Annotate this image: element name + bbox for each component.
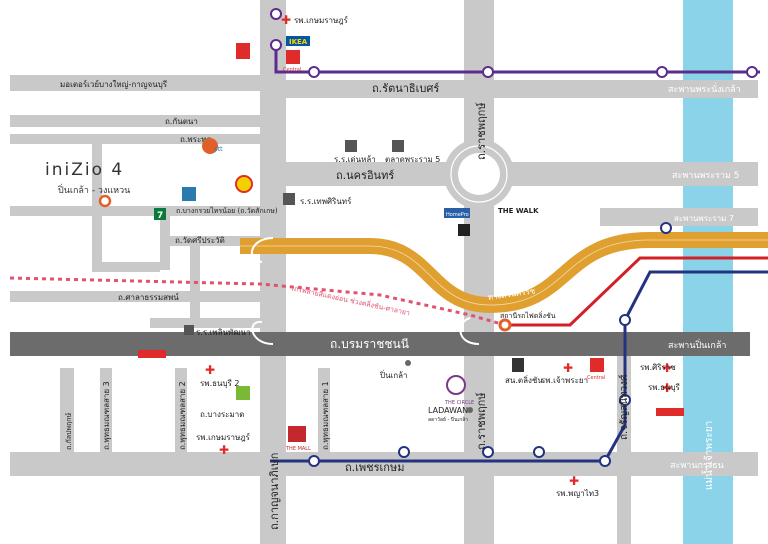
hospital-icon: ✚	[563, 361, 573, 375]
ptt-logo	[202, 138, 218, 154]
place-school-phrabphatthana: ร.ร.เพลินพัฒนา	[196, 328, 251, 337]
hospital-icon: ✚	[281, 13, 291, 27]
place-talingchan-police: สน.ตลิ่งชัน	[505, 374, 543, 385]
road-label-pm1: ถ.พุทธมณฑลสาย 1	[321, 381, 330, 450]
landmarks: IKEA Central ptt 7 HomePro THE WALK THE …	[138, 36, 684, 452]
station-label-talingchan: สถานีรถไฟตลิ่งชัน	[500, 311, 556, 320]
the-mall-logo	[288, 426, 306, 442]
project-logo: iniZio 4 ปิ่นเกล้า - วงแหวน	[45, 160, 130, 208]
hospital-icon: ✚	[569, 474, 579, 488]
place-hosp-siriraj: รพ.ศิริราช	[640, 363, 676, 372]
road-label-bang-ramat: ถ.บางระมาด	[200, 410, 244, 419]
ladawan-marker	[467, 407, 473, 413]
bridges	[683, 80, 758, 476]
mall-store-logo	[656, 408, 684, 416]
place-hosp-thonburi2: รพ.ธนบุรี 2	[200, 379, 239, 388]
road-label-pm3: ถ.พุทธมณฑลสาย 3	[102, 381, 111, 450]
homepro-store-logo	[444, 208, 470, 218]
road-label-ratchaphruek-upper: ถ.ราชพฤกษ์	[475, 102, 488, 160]
school-icon-denla	[345, 140, 357, 152]
svg-text:THE CIRCLE: THE CIRCLE	[444, 400, 474, 406]
project-name: iniZio 4	[45, 160, 124, 180]
bridge-label-phra-nang-klao: สะพานพระนั่งเกล้า	[668, 82, 741, 95]
road-label-bang-kruai: ถ.บางกรวยไทรน้อย (ถ.วัดสักเกษ)	[176, 206, 278, 215]
place-hosp-thonburi: รพ.ธนบุรี	[648, 383, 681, 392]
homepro-logo	[182, 187, 196, 201]
hospital-markers: ✚ ✚ ✚ ✚ ✚ ✚ ✚	[205, 13, 672, 488]
interchange-loops	[250, 237, 480, 345]
ikea-logo	[286, 36, 310, 46]
shell-logo	[235, 175, 253, 193]
seven-eleven-logo	[154, 208, 166, 220]
svg-text:HomePro: HomePro	[446, 212, 469, 218]
hospital-icon: ✚	[205, 363, 215, 377]
school-icon-phrab	[184, 325, 194, 335]
tops-logo	[138, 350, 166, 358]
police-icon	[512, 358, 524, 372]
svg-text:THE MALL: THE MALL	[285, 446, 311, 452]
svg-text:Central: Central	[587, 375, 605, 381]
road-label-phetkasem: ถ.เพชรเกษม	[345, 461, 404, 474]
market-icon-rama5	[392, 140, 404, 152]
road-label-kanlapaphruek: ถ.กัลปพฤกษ์	[65, 412, 73, 450]
the-circle-logo	[446, 375, 466, 395]
school-icon-thepsirin	[283, 193, 295, 205]
borommaratchachonnani-road	[10, 332, 750, 356]
rail-label: รถไฟสายสีแดงอ่อน ช่วงตลิ่งชัน-ศาลายา	[290, 283, 411, 317]
svg-text:Central: Central	[283, 67, 301, 73]
road-label-outer-ring: มอเตอร์เวย์บางใหญ่-กาญจนบุรี	[60, 79, 168, 89]
place-market-rama5: ตลาดพระราม 5	[385, 155, 440, 164]
svg-text:ptt: ptt	[214, 146, 223, 153]
svg-text:7: 7	[157, 211, 163, 221]
place-hosp-kasemrad-bot: รพ.เกษมราษฎร์	[196, 432, 251, 442]
mega-logo	[236, 386, 250, 400]
road-label-pm2: ถ.พุทธมณฑลสาย 2	[178, 381, 187, 450]
road-label-nakhon-in: ถ.นครอินทร์	[336, 169, 394, 182]
place-hosp-kasemrad-top: รพ.เกษมราษฎร์	[294, 15, 349, 25]
place-hosp-chaophraya: รพ.เจ้าพระยา	[541, 376, 588, 385]
road-label-ratchaphruek: ถ.ราชพฤกษ์	[475, 392, 488, 450]
place-pinklao: ปิ่นเกล้า	[379, 369, 407, 380]
project-subtitle: ปิ่นเกล้า - วงแหวน	[58, 183, 130, 196]
svg-text:IKEA: IKEA	[289, 38, 308, 46]
blue-line	[270, 270, 768, 463]
station-markers	[270, 8, 758, 467]
bridge-label-pin-klao: สะพานปิ่นเกล้า	[668, 338, 726, 351]
robinson-logo	[458, 224, 470, 236]
central-logo	[286, 50, 300, 64]
place-ladawan: LADAWAN	[428, 406, 468, 415]
place-school-denla: ร.ร.เด่นหล้า	[334, 155, 376, 164]
hospital-icon: ✚	[662, 361, 672, 375]
project-location-marker	[98, 194, 112, 208]
bridge-label-rama5: สะพานพระราม 5	[672, 171, 739, 181]
road-label-kanchanaphisek: ถ.กาญจนาภิเษก	[268, 453, 281, 530]
place-ladawan-sub: ลดาวัลย์ - ปิ่นเกล้า	[428, 416, 468, 423]
river-label: แม่น้ำเจ้าพระยา	[701, 421, 715, 490]
road-label-phraphon: ถ.พระพร	[180, 135, 212, 144]
hospital-icon: ✚	[662, 381, 672, 395]
road-label-wat-sri: ถ.วัดศรีประวัติ	[175, 236, 225, 245]
central-bot-logo	[590, 358, 604, 372]
road-label-sala-thammasop: ถ.ศาลาธรรมสพน์	[118, 292, 179, 302]
red-line	[505, 256, 768, 327]
road-label-ratthanathibet: ถ.รัตนาธิเบศร์	[372, 82, 439, 95]
the-walk-logo: THE WALK	[498, 207, 539, 215]
pink-rail	[9, 276, 506, 327]
hospital-icon: ✚	[219, 443, 229, 457]
tesco-logo	[236, 43, 250, 59]
bridge-label-rama7: สะพานพระราม 7	[674, 214, 734, 223]
pinklao-marker	[405, 360, 411, 366]
road-label-charansanitwong: ถ.จรัญสนิทวงศ์	[618, 374, 630, 440]
place-school-thepsirin: ร.ร.เทพศิรินทร์	[300, 196, 352, 206]
talingchan-station-marker	[498, 318, 512, 332]
bridge-label-krung-thon: สะพานกรุงธน	[670, 461, 724, 471]
road-label-kingkaew: ถ.กันตนา	[165, 117, 198, 126]
road-label-borom: ถ.บรมราชชนนี	[330, 337, 409, 351]
place-hosp-phyathai3: รพ.พญาไท3	[556, 489, 599, 498]
